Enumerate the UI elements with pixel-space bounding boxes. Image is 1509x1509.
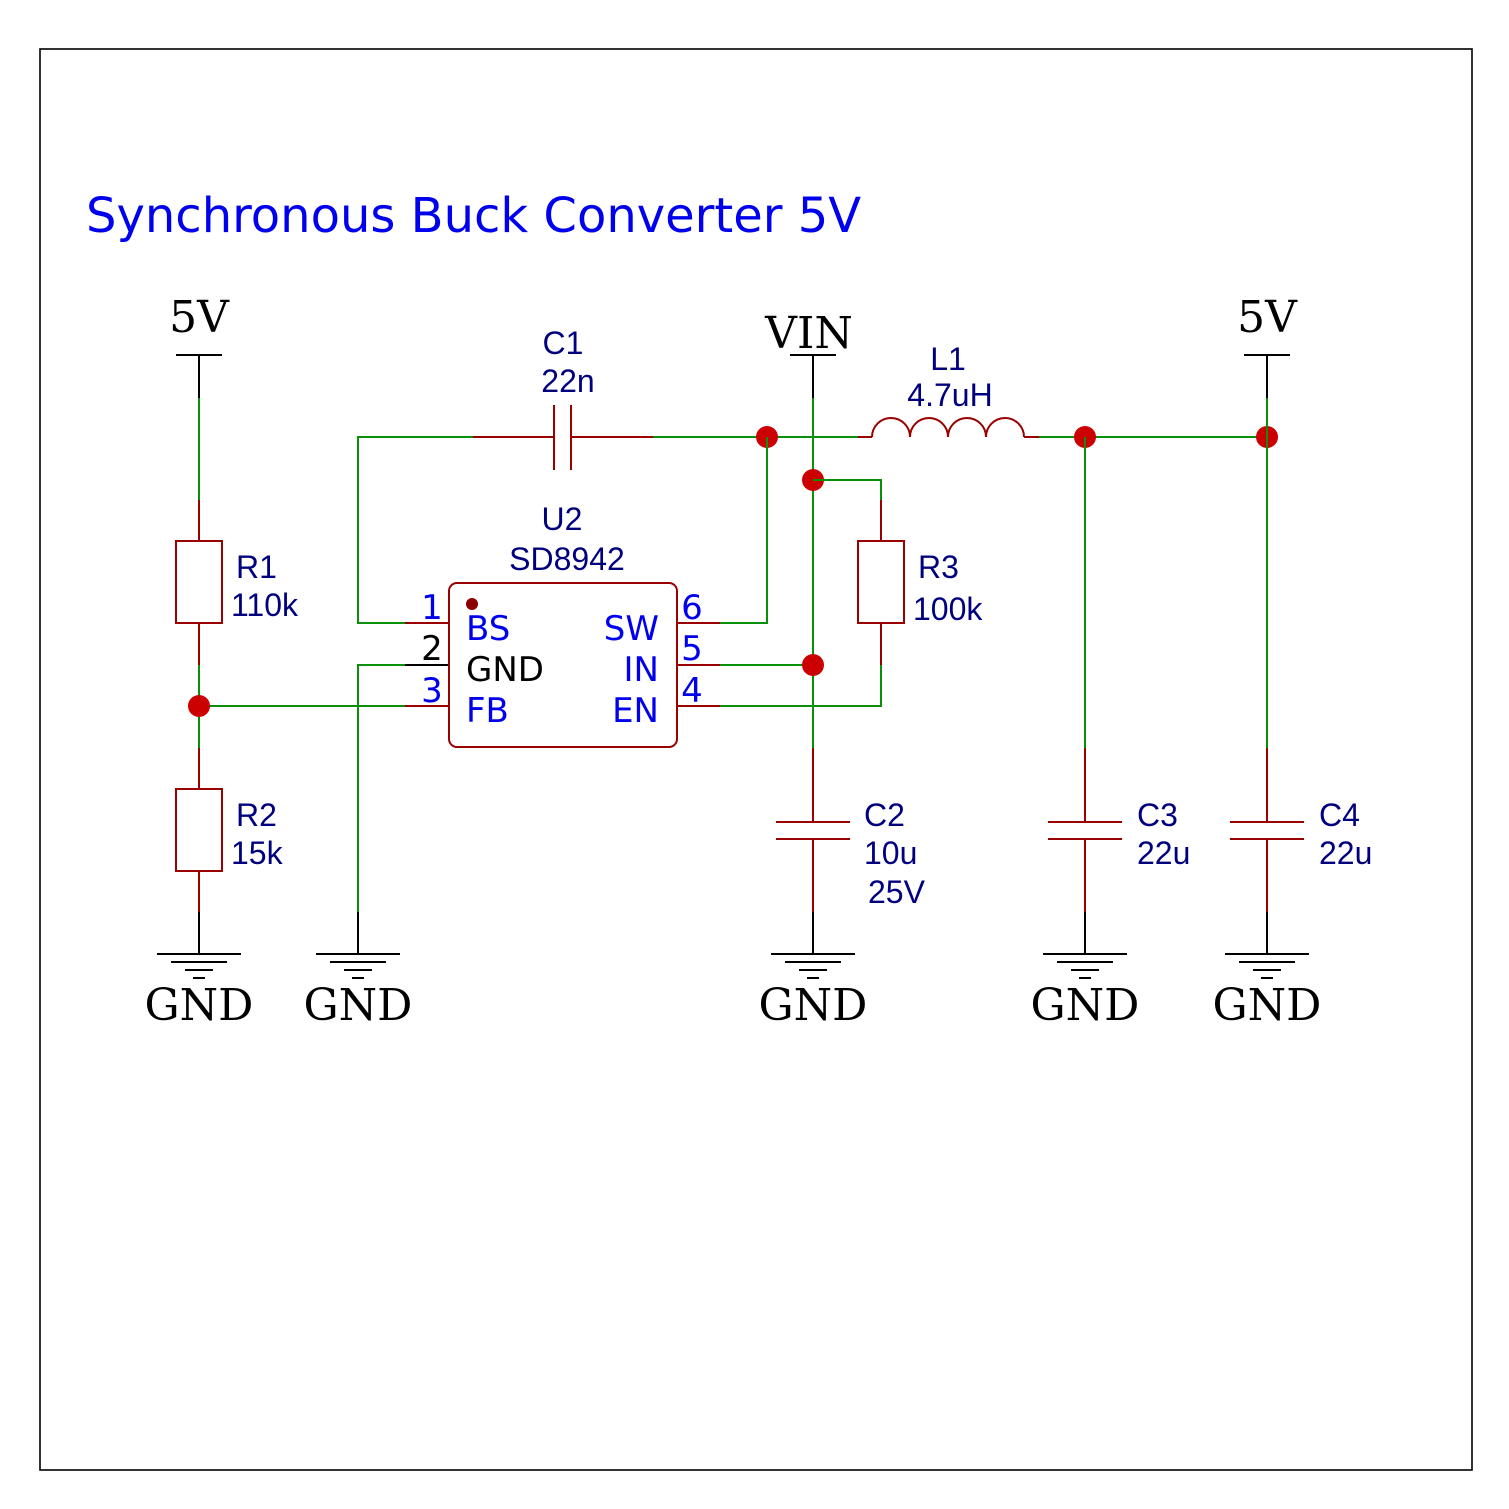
pin-name-en: EN <box>612 691 659 731</box>
pin-num-3: 3 <box>421 671 443 711</box>
c2-value: 10u <box>864 835 917 871</box>
power-5v-right[interactable]: 5V <box>1237 292 1298 398</box>
capacitor-c4[interactable]: C4 22u <box>1230 748 1372 912</box>
ic-u2[interactable]: U2 SD8942 1 2 3 6 5 4 BS GND FB SW IN EN <box>405 501 720 748</box>
capacitor-c2[interactable]: C2 10u 25V <box>776 748 926 912</box>
r3-value: 100k <box>913 591 983 627</box>
c3-value: 22u <box>1137 835 1190 871</box>
u2-body <box>448 582 678 748</box>
power-label-vin: VIN <box>764 308 853 359</box>
power-label-5v-left: 5V <box>169 292 230 343</box>
power-label-5v-right: 5V <box>1237 292 1298 343</box>
junction-fb <box>188 695 210 717</box>
resistor-r3[interactable]: R3 100k <box>857 500 983 665</box>
gnd-symbol-c2[interactable]: GND <box>759 912 868 1031</box>
c2-ref: C2 <box>864 797 905 833</box>
wire-sw-pin <box>720 437 768 624</box>
power-vin[interactable]: VIN <box>764 308 853 398</box>
gnd-label-c3: GND <box>1031 980 1140 1031</box>
gnd-symbol-c3[interactable]: GND <box>1031 912 1140 1031</box>
r2-value: 15k <box>231 835 284 871</box>
pin-num-6: 6 <box>681 588 703 628</box>
r3-ref: R3 <box>918 549 959 585</box>
c1-ref: C1 <box>543 325 584 361</box>
pin-name-fb: FB <box>466 691 509 731</box>
pin-num-4: 4 <box>681 671 703 711</box>
u2-ref: U2 <box>542 501 583 537</box>
r1-ref: R1 <box>236 549 277 585</box>
inductor-l1[interactable]: L1 4.7uH <box>858 341 1039 438</box>
pin-name-in: IN <box>624 650 659 690</box>
wire-vin-r3 <box>813 479 882 500</box>
capacitor-c3[interactable]: C3 22u <box>1048 748 1190 912</box>
l1-ref: L1 <box>930 341 966 377</box>
gnd-label-c2: GND <box>759 980 868 1031</box>
gnd-symbol-r2[interactable]: GND <box>145 912 254 1031</box>
c2-rating: 25V <box>868 874 926 910</box>
r1-value: 110k <box>231 587 299 623</box>
pin-num-5: 5 <box>681 629 703 669</box>
gnd-symbol-u2[interactable]: GND <box>304 912 413 1031</box>
c4-ref: C4 <box>1319 797 1360 833</box>
pin-num-2: 2 <box>421 629 443 669</box>
capacitor-c1[interactable]: C1 22n <box>473 325 653 470</box>
pin-name-gnd: GND <box>466 650 544 690</box>
resistor-r2[interactable]: R2 15k <box>175 748 284 912</box>
wire-u2-gnd <box>357 664 405 912</box>
power-5v-left[interactable]: 5V <box>169 292 230 398</box>
pin1-marker <box>466 598 478 610</box>
c3-ref: C3 <box>1137 797 1178 833</box>
gnd-label-c4: GND <box>1213 980 1322 1031</box>
pin-num-1: 1 <box>421 588 443 628</box>
sheet-frame <box>39 48 1473 1471</box>
u2-value: SD8942 <box>509 541 625 577</box>
pin-name-sw: SW <box>604 609 659 649</box>
r2-ref: R2 <box>236 797 277 833</box>
wire-en <box>720 665 882 707</box>
l1-value: 4.7uH <box>907 377 992 413</box>
c1-value: 22n <box>541 363 594 399</box>
resistor-r1[interactable]: R1 110k <box>175 500 299 665</box>
c4-value: 22u <box>1319 835 1372 871</box>
junction-vin-in <box>802 654 824 676</box>
wire-bs-c1 <box>357 436 473 624</box>
gnd-symbol-c4[interactable]: GND <box>1213 912 1322 1031</box>
gnd-label-u2: GND <box>304 980 413 1031</box>
schematic-title: Synchronous Buck Converter 5V <box>86 188 861 244</box>
gnd-label-r2: GND <box>145 980 254 1031</box>
pin-name-bs: BS <box>466 609 510 649</box>
